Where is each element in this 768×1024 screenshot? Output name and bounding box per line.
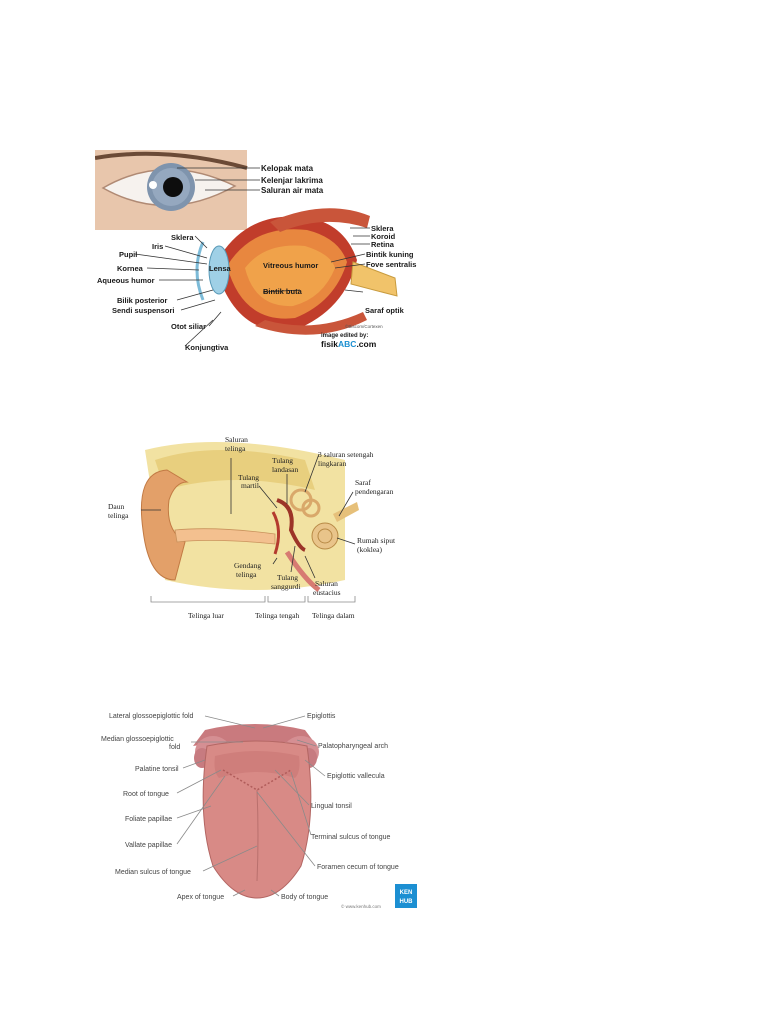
label-fove-sentralis: Fove sentralis (366, 260, 416, 269)
section-telinga-tengah: Telinga tengah (255, 611, 299, 620)
label-palatine-tonsil: Palatine tonsil (135, 766, 179, 773)
label-vitreous-humor: Vitreous humor (263, 261, 318, 270)
label-kornea: Kornea (117, 264, 144, 273)
bracket-telinga-luar (150, 596, 266, 603)
kenhub-copyright: © www.kenhub.com (341, 903, 381, 909)
eye-photo-pupil (163, 177, 183, 197)
label-pupil: Pupil (119, 250, 137, 259)
eustachian-tube-shape (284, 550, 321, 593)
label-palatopharyngeal-arch: Palatopharyngeal arch (318, 743, 388, 750)
kenhub-logo-bottom: HUB (400, 899, 414, 905)
label-saluran-telinga-1: Saluran (225, 435, 248, 444)
kenhub-logo-top: KEN (400, 890, 413, 896)
label-lingual-tonsil: Lingual tonsil (311, 803, 352, 810)
cochlea-shape (311, 522, 339, 550)
bracket-telinga-dalam (307, 596, 356, 603)
eye-credit-edited: image edited by: (321, 333, 368, 339)
ear-diagram: Saluran telinga Tulang landasan Tulang m… (105, 430, 415, 625)
eye-credit-brand: ABC (338, 339, 356, 349)
label-terminal-sulcus: Terminal sulcus of tongue (311, 834, 390, 841)
label-tiga-saluran-1: 3 saluran setengah (318, 450, 374, 459)
eardrum-shape (271, 511, 280, 555)
vallate-papillae-shape (222, 769, 292, 791)
label-saraf-optik: Saraf optik (365, 306, 405, 315)
label-bintik-buta: Bintik buta (263, 287, 303, 296)
section-telinga-dalam: Telinga dalam (312, 611, 355, 620)
section-telinga-luar: Telinga luar (188, 611, 224, 620)
eye-credit-site: fisikABC.com (321, 339, 377, 349)
label-epiglottis: Epiglottis (307, 713, 336, 720)
label-tulang-landasan-1: Tulang (272, 456, 293, 465)
label-retina: Retina (371, 240, 395, 249)
label-konjungtiva: Konjungtiva (185, 343, 229, 352)
vitreous-body (245, 245, 335, 307)
label-aqueous-humor: Aqueous humor (97, 276, 155, 285)
label-daun-telinga-1: Daun (108, 502, 124, 511)
label-sklera-left: Sklera (171, 233, 194, 242)
ossicles-shape (276, 498, 306, 552)
eye-credit-small: ©Biscom/Cortexen (345, 323, 383, 329)
label-saluran-eustacius-2: eustacius (313, 588, 341, 597)
cornea-shape (195, 241, 205, 301)
label-rumah-siput-2: (koklea) (357, 545, 382, 554)
kenhub-logo (395, 884, 417, 908)
eye-illustration: Kelopak mata Kelenjar lakrima Saluran ai… (95, 150, 416, 352)
label-lensa: Lensa (209, 264, 232, 273)
ear-canal-shape (174, 528, 276, 545)
label-kelenjar-lakrima: Kelenjar lakrima (261, 176, 323, 185)
label-daun-telinga-2: telinga (108, 511, 129, 520)
label-median-sulcus: Median sulcus of tongue (115, 869, 191, 876)
lens-shape (208, 245, 230, 295)
eye-credit-suffix: .com (356, 339, 376, 349)
label-median-glossoepiglottic-1: Median glossoepiglottic (101, 736, 174, 743)
label-gendang-telinga-1: Gendang (234, 561, 261, 570)
label-tulang-martil-2: martil (241, 481, 259, 490)
median-sulcus-shape (256, 789, 259, 882)
label-median-glossoepiglottic-2: fold (169, 744, 180, 751)
label-epiglottic-vallecula: Epiglottic vallecula (327, 773, 385, 780)
label-tulang-sanggurdi-2: sanggurdi (271, 582, 301, 591)
eye-diagram: Kelopak mata Kelenjar lakrima Saluran ai… (95, 150, 425, 355)
label-bilik-posterior: Bilik posterior (117, 296, 168, 305)
label-foliate-papillae: Foliate papillae (125, 816, 172, 823)
label-bintik-kuning: Bintik kuning (366, 250, 414, 259)
label-iris: Iris (152, 242, 163, 251)
label-tulang-martil-1: Tulang (238, 473, 259, 482)
bracket-telinga-tengah (267, 596, 306, 603)
label-rumah-siput-1: Rumah siput (357, 536, 396, 545)
label-saraf-pendengaran-2: pendengaran (355, 487, 394, 496)
label-tulang-sanggurdi-1: Tulang (277, 573, 298, 582)
tongue-diagram: KEN HUB Lateral glossoepiglottic fold Me… (95, 706, 425, 916)
pinna-shape (140, 469, 189, 581)
label-koroid: Koroid (371, 232, 396, 241)
label-gendang-telinga-2: telinga (236, 570, 257, 579)
label-tulang-landasan-2: landasan (272, 465, 298, 474)
label-foramen-cecum: Foramen cecum of tongue (317, 864, 399, 871)
ear-illustration: Saluran telinga Tulang landasan Tulang m… (108, 435, 396, 620)
label-saluran-air-mata: Saluran air mata (261, 186, 324, 195)
label-lateral-glossoepiglottic-fold: Lateral glossoepiglottic fold (109, 713, 194, 720)
label-vallate-papillae: Vallate papillae (125, 842, 172, 849)
eye-credit-prefix: fisik (321, 339, 338, 349)
label-sendi-suspensori: Sendi suspensori (112, 306, 175, 315)
optic-nerve (350, 261, 398, 297)
label-sklera-right: Sklera (371, 224, 394, 233)
label-kelopak-mata: Kelopak mata (261, 164, 314, 173)
label-saluran-telinga-2: telinga (225, 444, 246, 453)
label-body-of-tongue: Body of tongue (281, 894, 328, 901)
label-root-of-tongue: Root of tongue (123, 791, 169, 798)
label-otot-siliar: Otot siliar (171, 322, 206, 331)
label-apex-of-tongue: Apex of tongue (177, 894, 224, 901)
label-tiga-saluran-2: lingkaran (318, 459, 347, 468)
tongue-illustration: KEN HUB Lateral glossoepiglottic fold Me… (101, 713, 417, 909)
label-saluran-eustacius-1: Saluran (315, 579, 338, 588)
label-saraf-pendengaran-1: Saraf (355, 478, 371, 487)
